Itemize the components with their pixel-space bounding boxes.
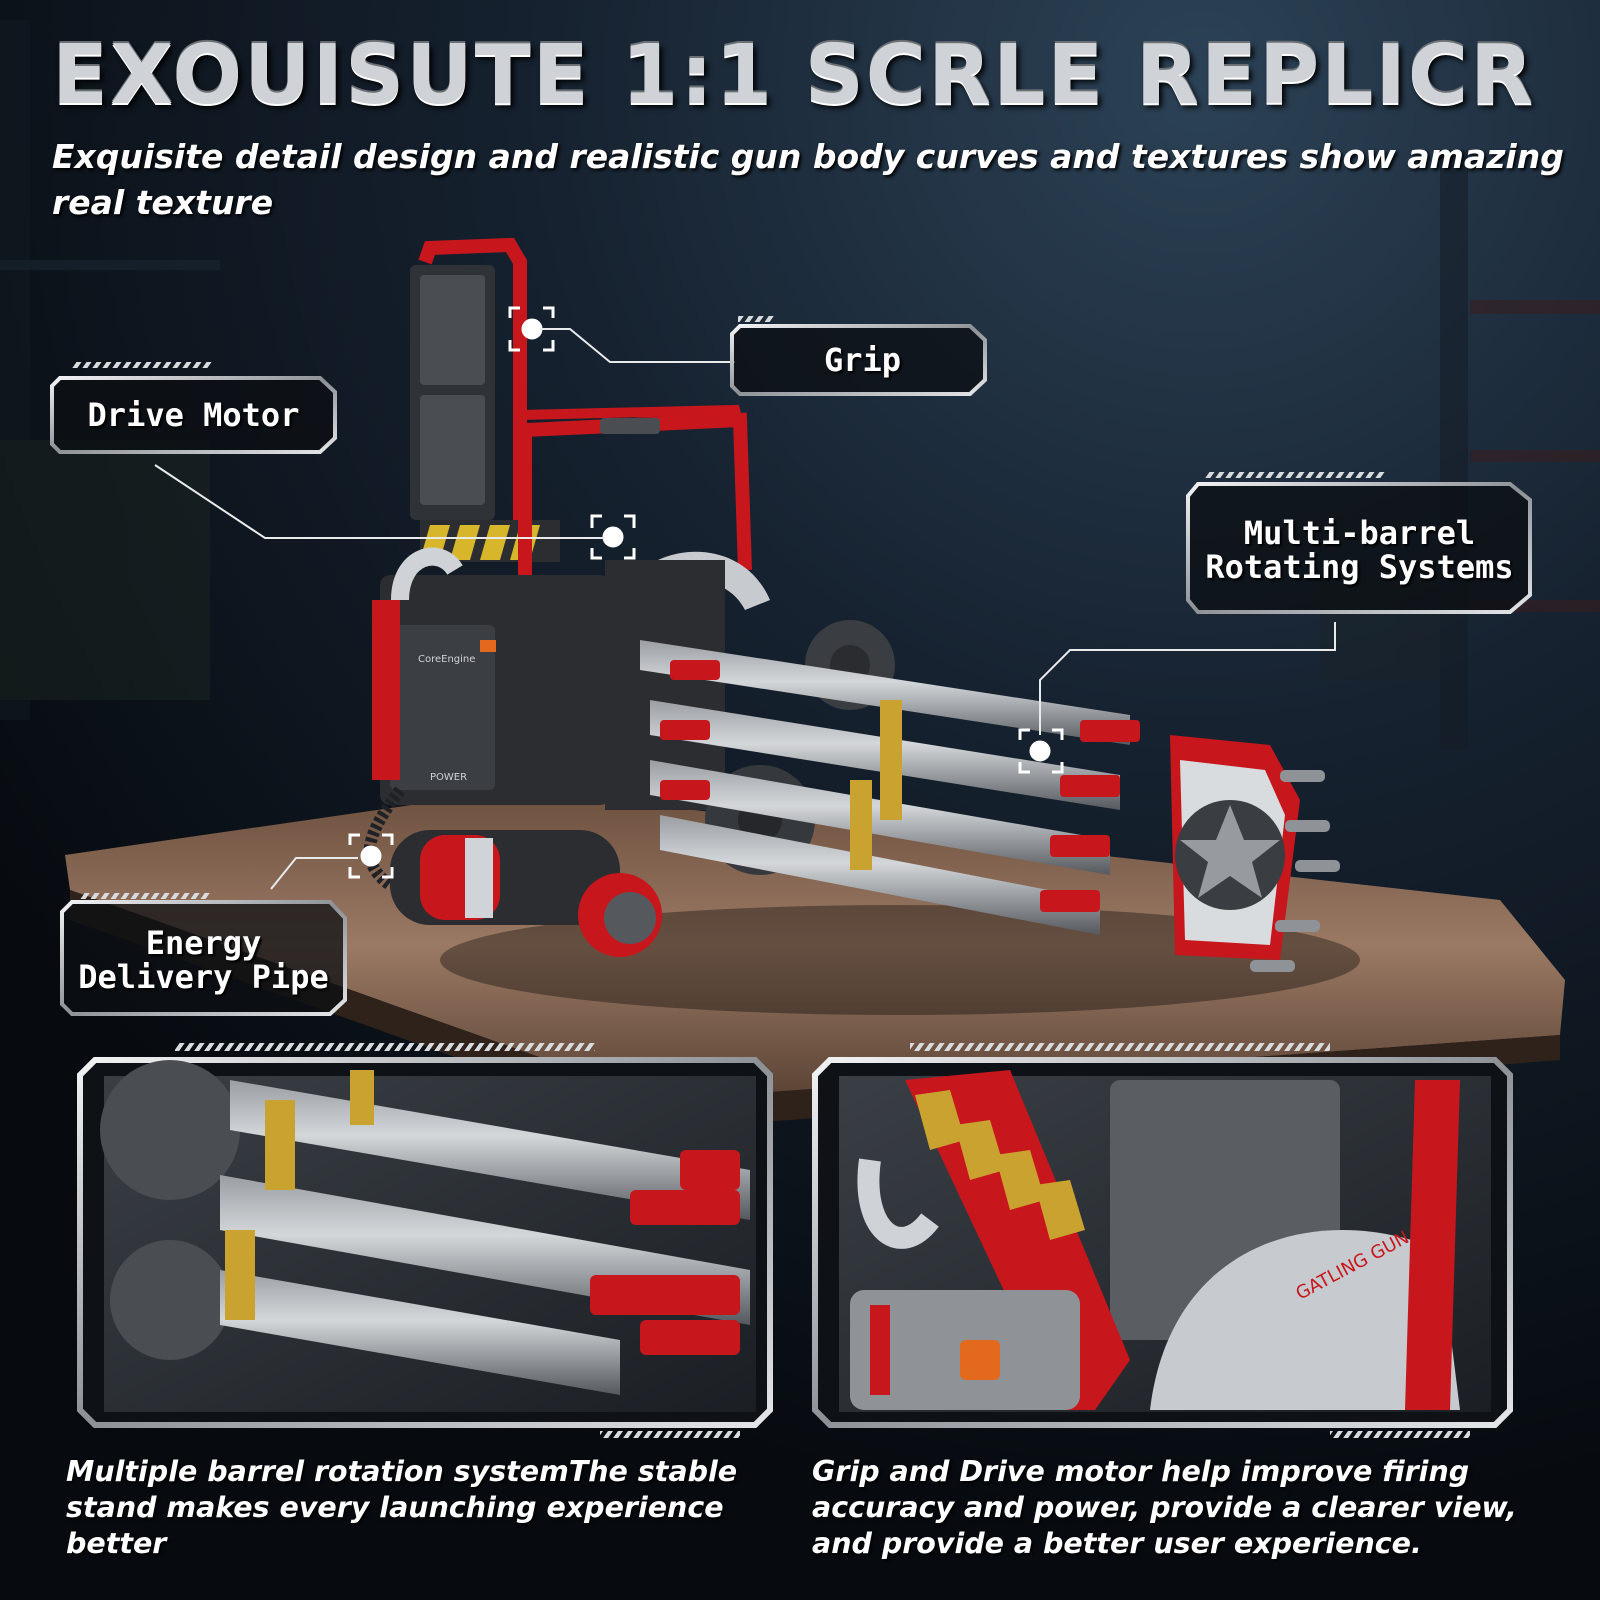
page-title: EXOUISUTE 1:1 SCRLE REPLICR: [52, 28, 1536, 123]
leader-lines: [154, 328, 1336, 890]
callout-grip: Grip: [823, 341, 902, 379]
callout-frame-grip: [730, 316, 987, 396]
callout-frame-multi-barrel: [1186, 472, 1532, 614]
caption-right: Grip and Drive motor help improve firing…: [812, 1455, 1517, 1560]
detail-panel-grip-motor: GATLING GUN: [812, 1043, 1513, 1438]
detail-panel-barrels: [77, 1043, 773, 1438]
power-text: POWER: [430, 772, 467, 783]
barrel-red-pins: [660, 660, 1140, 912]
target-marker-grip: [508, 306, 555, 352]
barrel-cluster: [640, 640, 1130, 935]
callout-drive-motor: Drive Motor: [87, 396, 300, 434]
target-marker-multi-barrel: [1018, 728, 1064, 774]
callout-multi-barrel: Multi-barrel Rotating Systems: [1192, 510, 1527, 590]
gatling-gun-model: CoreEngine POWER: [363, 237, 1360, 1015]
muzzle-tips: [1250, 770, 1340, 972]
callout-energy-pipe-line2: Delivery Pipe: [78, 958, 329, 996]
callout-energy-pipe: Energy Delivery Pipe: [66, 920, 341, 1000]
target-marker-energy-pipe: [348, 833, 394, 879]
energy-cable: [363, 786, 405, 890]
grip-frame: [418, 237, 527, 520]
caption-left: Multiple barrel rotation systemThe stabl…: [66, 1455, 738, 1560]
callout-multi-barrel-line2: Rotating Systems: [1205, 548, 1514, 586]
page-subtitle: Exquisite detail design and realistic gu…: [52, 137, 1564, 222]
target-marker-drive-motor: [590, 514, 636, 560]
callout-multi-barrel-line1: Multi-barrel: [1243, 514, 1476, 552]
callout-frame-energy-pipe: [60, 893, 347, 1016]
callout-frame-drive-motor: [50, 362, 337, 454]
engine-brand-text: CoreEngine: [418, 654, 475, 665]
motor-box: [390, 625, 495, 790]
callout-energy-pipe-line1: Energy: [145, 924, 262, 962]
